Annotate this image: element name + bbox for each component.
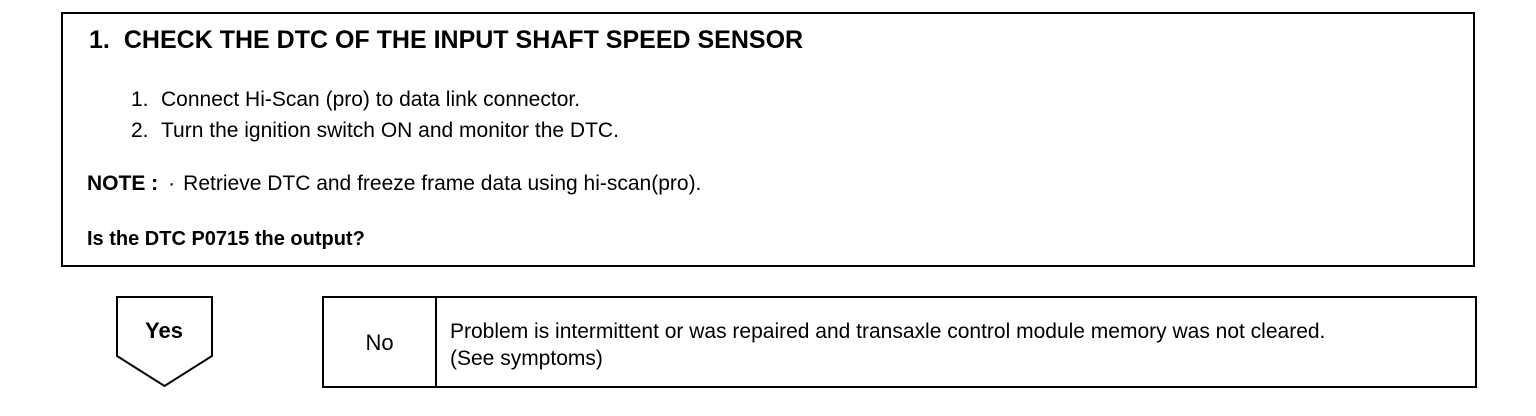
check-number: 1.: [89, 26, 110, 54]
check-box: 1. CHECK THE DTC OF THE INPUT SHAFT SPEED…: [61, 12, 1475, 267]
check-question: Is the DTC P0715 the output?: [87, 228, 365, 250]
step-text: Connect Hi-Scan (pro) to data link conne…: [161, 88, 581, 111]
note-label: NOTE :: [87, 172, 159, 195]
check-heading: 1. CHECK THE DTC OF THE INPUT SHAFT SPEED…: [89, 26, 803, 55]
yes-arrow-shape: [116, 296, 213, 388]
step-item: 2. Turn the ignition switch ON and monito…: [131, 115, 619, 146]
note-bullet: ·: [168, 172, 176, 195]
step-text: Turn the ignition switch ON and monitor …: [161, 119, 619, 142]
step-item: 1. Connect Hi-Scan (pro) to data link con…: [131, 84, 619, 115]
note-text: Retrieve DTC and freeze frame data using…: [183, 172, 702, 195]
step-number: 1.: [131, 88, 149, 111]
no-outcome-text: Problem is intermittent or was repaired …: [437, 298, 1475, 386]
note: NOTE : · Retrieve DTC and freeze frame dat…: [87, 172, 701, 196]
step-list: 1. Connect Hi-Scan (pro) to data link con…: [131, 84, 619, 146]
no-outcome-line: Problem is intermittent or was repaired …: [450, 320, 1326, 343]
no-label: No: [324, 298, 437, 386]
yes-label: Yes: [145, 318, 183, 343]
no-outcome-line: (See symptoms): [450, 347, 603, 370]
no-outcome-box: No Problem is intermittent or was repair…: [322, 296, 1477, 388]
check-title: CHECK THE DTC OF THE INPUT SHAFT SPEED S…: [123, 26, 804, 54]
step-number: 2.: [131, 119, 149, 142]
